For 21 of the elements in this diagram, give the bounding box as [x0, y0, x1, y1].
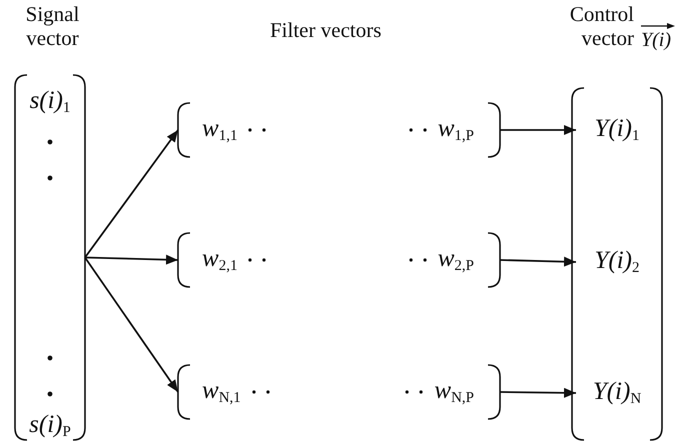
section-heading: Filter vectors — [270, 18, 382, 43]
vector-element: w$_{N,1}$ — [202, 377, 241, 407]
column-heading: Signal vector — [24, 2, 80, 50]
arrow — [84, 129, 179, 258]
arrow — [84, 254, 178, 265]
vector-symbol: Y(i) — [641, 29, 671, 52]
vector-element: s(i)$_{1}$ — [30, 87, 70, 116]
arrow — [500, 388, 576, 398]
column-heading: Control vector — [568, 2, 634, 50]
vector-element: w$_{2,P}$ — [438, 245, 474, 275]
vector-element: Y(i)$_{1}$ — [594, 115, 640, 145]
vector-element: w$_{1,P}$ — [438, 115, 474, 145]
vector-element: Y(i)$_{2}$ — [594, 247, 640, 277]
arrow — [500, 125, 576, 135]
vector-element: w$_{1,1}$ — [202, 115, 238, 145]
arrow — [84, 256, 179, 393]
arrow — [500, 256, 576, 267]
vector-element: w$_{2,1}$ — [202, 245, 238, 275]
vector-element: s(i)$_{P}$ — [29, 410, 71, 440]
vector-element: w$_{N,P}$ — [434, 377, 474, 407]
vector-element: Y(i)$_{N}$ — [592, 378, 642, 408]
